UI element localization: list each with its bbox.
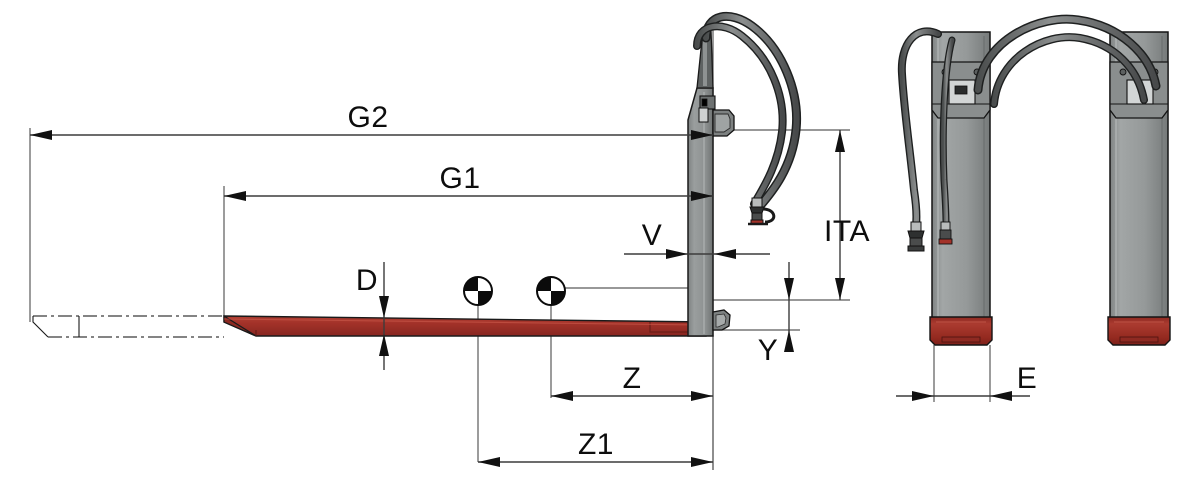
left-plate-pin	[954, 85, 968, 95]
hose-2	[694, 23, 786, 207]
front-hose-drop-left-2	[938, 36, 956, 245]
lower-hook-inner	[715, 313, 727, 328]
dim-label-Z: Z	[623, 362, 642, 395]
coupler-dust-cap-loop	[762, 207, 776, 224]
fork-vertical-shank	[687, 29, 716, 337]
front-hose-1	[975, 16, 1159, 93]
phantom-tip-bevel	[32, 316, 49, 338]
dim-label-E: E	[1017, 362, 1038, 395]
front-coupler-body-left-2	[939, 229, 952, 240]
cg-2-quad-br	[551, 291, 565, 305]
arrowhead-z-right	[691, 391, 713, 401]
arrowhead-d-bottom	[379, 334, 389, 356]
arrowhead-g1-left	[224, 191, 246, 201]
arrowhead-g2-left	[30, 130, 52, 140]
arrowhead-e-right	[990, 391, 1012, 401]
hydraulic-quick-coupler	[748, 197, 776, 226]
upper-hook-inner	[714, 113, 731, 133]
arrowhead-v-left	[666, 249, 688, 259]
front-coupler-red-band-left-2	[938, 238, 953, 245]
cg-1-quad-tl	[464, 277, 478, 291]
shank-body	[687, 87, 714, 337]
cg-2-quad-tl	[537, 277, 551, 291]
arrowhead-v-right	[714, 249, 736, 259]
arrowhead-g1-right	[691, 191, 713, 201]
dimension-V: V	[624, 219, 770, 259]
dim-label-V: V	[642, 219, 663, 252]
dimension-Z1: Z1	[478, 428, 713, 467]
front-coupler-base-left	[907, 245, 925, 252]
dimension-E: E	[896, 345, 1037, 402]
arrowhead-y-top	[784, 278, 794, 300]
hydraulic-hose-pair	[693, 12, 802, 211]
dim-label-G1: G1	[439, 162, 480, 195]
dim-label-D: D	[356, 264, 378, 297]
dimension-ITA: ITA	[824, 130, 870, 300]
shank-clamp-pin	[701, 98, 708, 107]
front-coupler-collar-left	[907, 230, 925, 239]
cg-1-quad-br	[478, 291, 492, 305]
right-plate-bolt-1	[1119, 68, 1127, 76]
arrowhead-ita-bottom	[835, 278, 845, 300]
center-of-gravity-symbol	[536, 276, 566, 306]
front-hose-2	[991, 34, 1147, 107]
side-view-group: G2 G1 D V	[29, 12, 870, 470]
dimension-G2: G2	[30, 101, 713, 140]
hose-1	[703, 13, 800, 209]
dimension-Y: Y	[758, 262, 794, 367]
front-coupler-ferrule-left-2	[940, 221, 951, 231]
left-blade-cap-groove	[941, 336, 981, 343]
arrowhead-e-left	[912, 391, 934, 401]
arrowhead-y-bottom	[784, 330, 794, 352]
upper-carriage-hook	[712, 109, 735, 137]
hose-ferrule-upper	[698, 107, 709, 123]
shank-upper-neck-highlight	[703, 34, 707, 86]
arrowhead-ita-top	[835, 130, 845, 152]
fork-blade	[223, 314, 707, 337]
dim-label-G2: G2	[347, 101, 388, 134]
coupler-body	[751, 212, 763, 221]
front-fork-blade-left	[929, 316, 993, 346]
front-coupler-ferrule-left	[910, 221, 922, 232]
dim-label-ITA: ITA	[824, 215, 870, 248]
front-drop-hose	[899, 28, 941, 229]
arrowhead-g2-right	[691, 130, 713, 140]
front-view-group: E	[896, 14, 1171, 402]
front-hose-drop-left	[897, 27, 942, 252]
fork-blade-body	[223, 315, 707, 337]
extension-lines	[29, 20, 850, 470]
right-blade-cap-groove	[1119, 336, 1159, 343]
dimension-D: D	[356, 262, 389, 370]
coupler-ferrule	[751, 197, 763, 208]
fork-blade-highlight	[223, 318, 701, 326]
front-fork-blade-right	[1107, 316, 1171, 346]
dim-label-Z1: Z1	[578, 428, 614, 461]
fork-blade-heel-radius	[649, 322, 695, 333]
arrowhead-d-top	[379, 296, 389, 318]
coupler-collar	[749, 206, 765, 214]
arrowhead-z-left	[551, 391, 573, 401]
dim-label-Y: Y	[758, 334, 779, 367]
arrowhead-z1-left	[478, 457, 500, 467]
front-hydraulic-hose-pair	[973, 14, 1161, 108]
lower-carriage-hook	[712, 309, 731, 331]
center-of-gravity-symbol	[463, 276, 493, 306]
arrowhead-z1-right	[691, 457, 713, 467]
phantom-fork-extension	[32, 315, 224, 338]
dimension-G1: G1	[224, 162, 713, 201]
dimension-Z: Z	[551, 362, 713, 401]
front-drop-hose-2	[941, 37, 955, 227]
front-coupler-body-left	[909, 237, 923, 247]
